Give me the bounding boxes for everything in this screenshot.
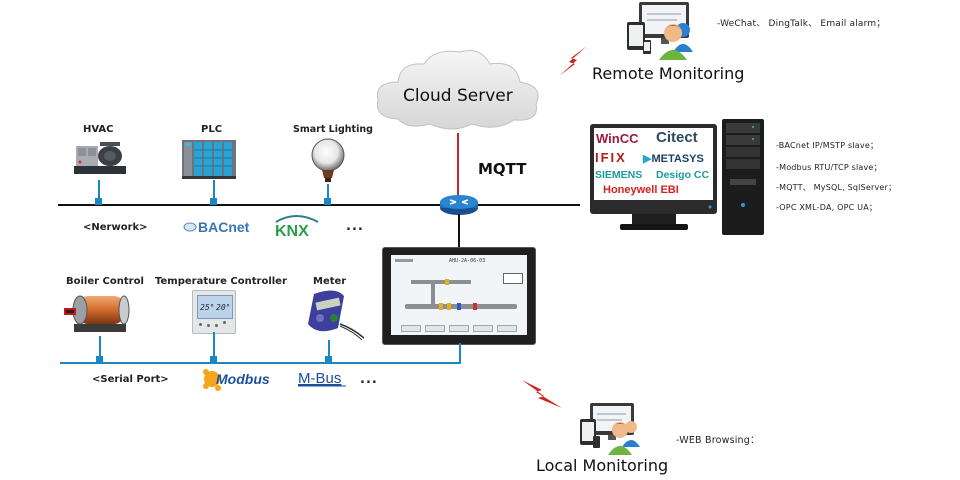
panel-button[interactable] bbox=[497, 325, 517, 332]
smart-lighting-node bbox=[324, 198, 331, 205]
plc-icon bbox=[182, 140, 238, 180]
serial-bus-label: <Serial Port> bbox=[92, 374, 169, 385]
scada-note-modbus: -Modbus RTU/TCP slave； bbox=[776, 163, 882, 172]
panel-fan-1 bbox=[439, 303, 443, 310]
remote-monitoring-note: -WeChat、 DingTalk、 Email alarm； bbox=[717, 19, 886, 29]
remote-monitoring-icon bbox=[625, 0, 705, 60]
plc-node bbox=[210, 198, 217, 205]
cloud-server-icon bbox=[368, 44, 548, 134]
scada-note-mqtt: -MQTT、 MySQL, SqlServer； bbox=[776, 183, 897, 192]
boiler-control-label: Boiler Control bbox=[66, 276, 144, 287]
meter-connector bbox=[328, 340, 330, 358]
temperature-controller-label: Temperature Controller bbox=[155, 276, 287, 287]
panel-button[interactable] bbox=[401, 325, 421, 332]
knx-logo: KNX bbox=[272, 214, 322, 238]
metasys-mark-icon: ▶ bbox=[643, 153, 652, 165]
network-more-ellipsis: ... bbox=[346, 219, 364, 234]
remote-monitoring-title: Remote Monitoring bbox=[592, 64, 745, 83]
serial-bus-line bbox=[60, 362, 461, 364]
thermostat-icon: 25° 20° bbox=[192, 290, 236, 334]
boiler-connector bbox=[99, 336, 101, 358]
wireless-bolt-icon bbox=[520, 378, 566, 412]
hvac-label: HVAC bbox=[83, 124, 114, 135]
gateway-panel: AHU-2A-06-03 bbox=[382, 247, 536, 345]
thermostat-button[interactable] bbox=[223, 321, 226, 324]
boiler-icon bbox=[64, 290, 136, 336]
ifix-logo: IFIX bbox=[595, 150, 627, 165]
wireless-bolt-icon bbox=[553, 44, 593, 79]
panel-valve bbox=[445, 279, 449, 285]
desigo-logo: Desigo CC bbox=[656, 169, 710, 181]
meter-label: Meter bbox=[313, 276, 347, 287]
router-icon bbox=[438, 194, 480, 216]
network-bus-line bbox=[58, 204, 580, 206]
smart-lighting-icon bbox=[310, 138, 346, 184]
local-monitoring-icon bbox=[578, 401, 648, 455]
serial-panel-link bbox=[459, 343, 461, 364]
thermostat-node bbox=[210, 356, 217, 363]
plc-connector bbox=[213, 180, 215, 200]
panel-fan-2 bbox=[447, 303, 451, 310]
thermostat-button[interactable] bbox=[199, 323, 202, 326]
panel-button[interactable] bbox=[473, 325, 493, 332]
panel-button[interactable] bbox=[425, 325, 445, 332]
knx-logo-text: KNX bbox=[275, 223, 309, 238]
modbus-logo: Modbus bbox=[202, 366, 282, 392]
server-tower-icon bbox=[722, 119, 764, 235]
scada-note-bacnet: -BACnet IP/MSTP slave； bbox=[776, 141, 879, 150]
thermostat-button[interactable] bbox=[207, 324, 210, 327]
panel-duct-vertical bbox=[431, 280, 435, 306]
panel-button-row bbox=[401, 325, 519, 332]
panel-duct-lower bbox=[405, 304, 517, 309]
scada-monitor-icon bbox=[590, 124, 718, 234]
thermostat-display: 25° 20° bbox=[197, 295, 233, 319]
local-monitoring-title: Local Monitoring bbox=[536, 456, 669, 475]
mqtt-link-line bbox=[457, 133, 459, 199]
mqtt-label: MQTT bbox=[478, 160, 527, 178]
thermostat-connector bbox=[213, 332, 215, 358]
meter-icon bbox=[304, 288, 366, 340]
hvac-connector bbox=[98, 180, 100, 200]
panel-status-box bbox=[503, 273, 523, 284]
gateway-panel-screen: AHU-2A-06-03 bbox=[391, 255, 527, 335]
network-bus-label: <Nerwork> bbox=[83, 222, 148, 233]
local-monitoring-note: -WEB Browsing： bbox=[676, 435, 760, 446]
mbus-logo-text: M-Bus bbox=[298, 370, 341, 387]
panel-duct-upper bbox=[411, 280, 471, 284]
wincc-logo: WinCC bbox=[596, 131, 639, 146]
thermostat-reading-left: 25° bbox=[200, 303, 215, 312]
panel-coil-2 bbox=[473, 303, 477, 310]
siemens-logo: SIEMENS bbox=[595, 169, 643, 181]
honeywell-logo: Honeywell EBI bbox=[603, 184, 679, 196]
scada-note-opc: -OPC XML-DA, OPC UA； bbox=[776, 203, 878, 212]
smart-lighting-label: Smart Lighting bbox=[293, 124, 373, 135]
gateway-panel-title: AHU-2A-06-03 bbox=[449, 258, 486, 264]
thermostat-reading-right: 20° bbox=[216, 303, 231, 312]
hvac-node bbox=[95, 198, 102, 205]
panel-button[interactable] bbox=[449, 325, 469, 332]
modbus-logo-text: Modbus bbox=[216, 371, 270, 387]
plc-label: PLC bbox=[201, 124, 223, 135]
citect-logo: Citect bbox=[656, 129, 698, 146]
thermostat-button[interactable] bbox=[215, 324, 218, 327]
mbus-logo: M-Bus bbox=[298, 368, 350, 390]
panel-coil-1 bbox=[457, 303, 461, 310]
smart-lighting-connector bbox=[327, 184, 329, 200]
hvac-icon bbox=[70, 138, 130, 180]
meter-node bbox=[325, 356, 332, 363]
metasys-logo: ▶METASYS bbox=[643, 153, 704, 165]
cloud-server-label: Cloud Server bbox=[403, 86, 513, 106]
bacnet-logo: BACnet bbox=[183, 218, 255, 236]
router-panel-link bbox=[458, 214, 460, 248]
panel-info-text bbox=[395, 259, 413, 262]
serial-more-ellipsis: ... bbox=[360, 372, 378, 387]
boiler-node bbox=[96, 356, 103, 363]
bacnet-logo-text: BACnet bbox=[198, 219, 250, 235]
